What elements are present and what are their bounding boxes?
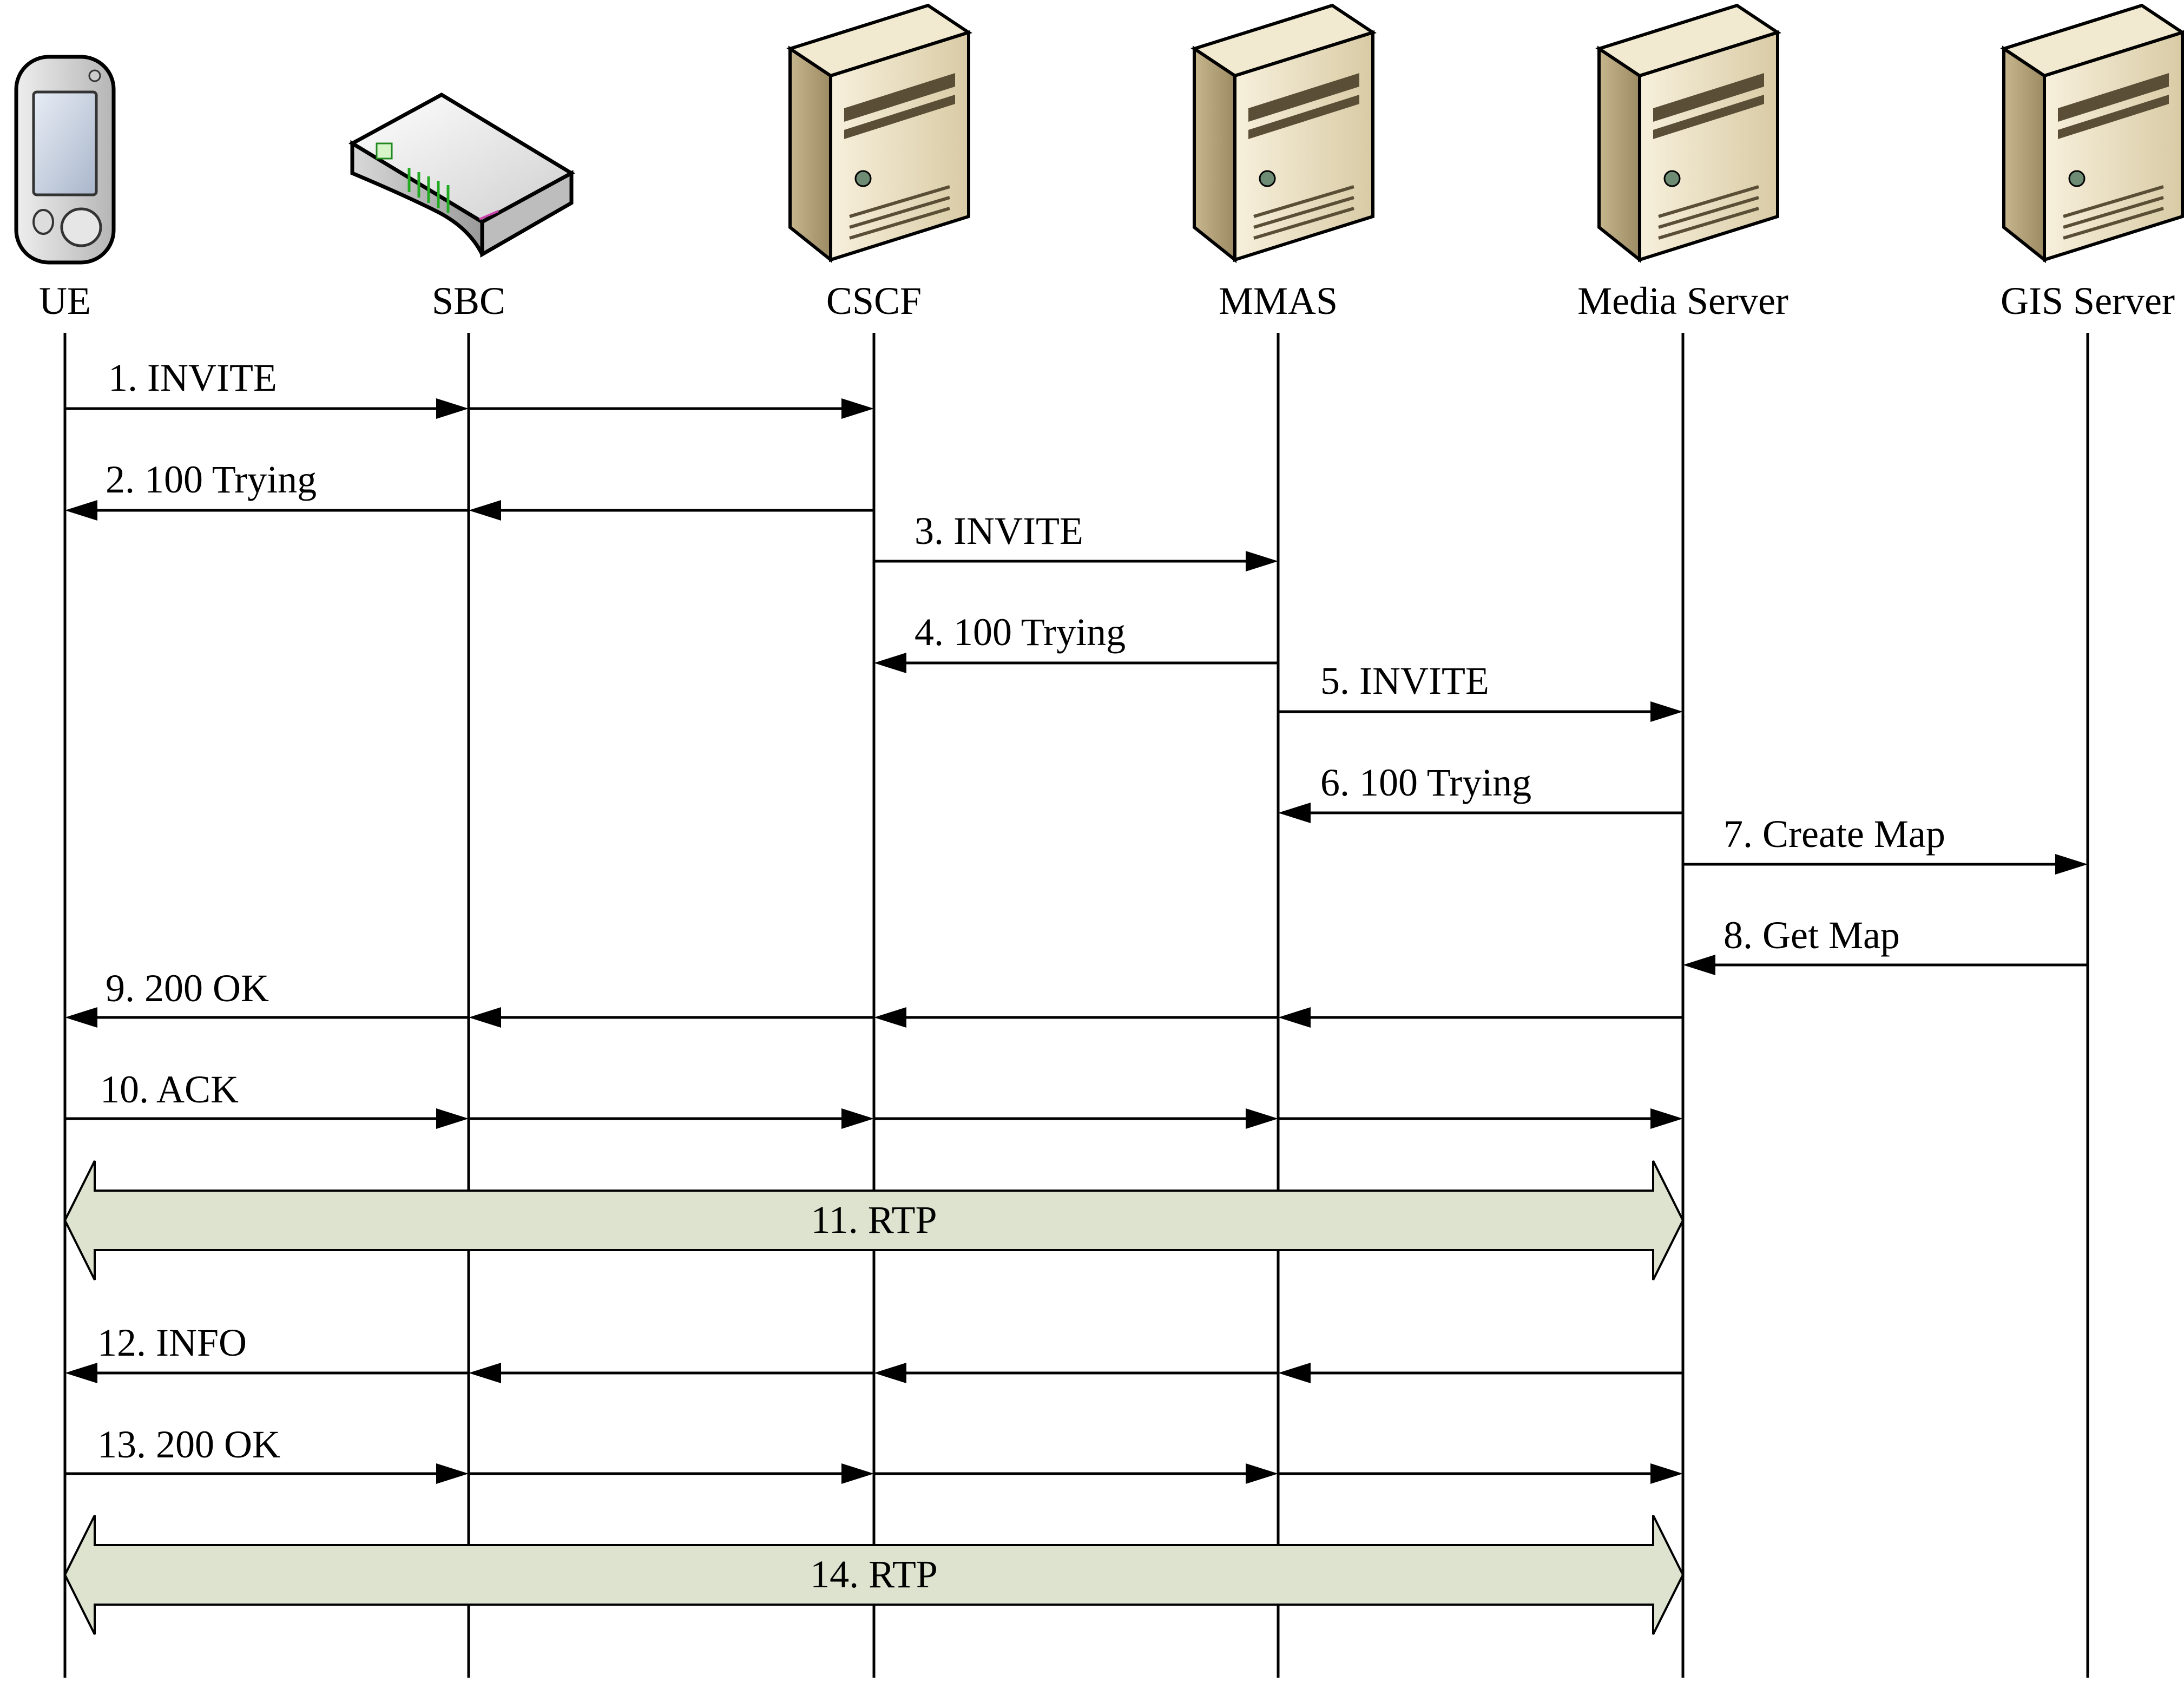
server-tower-icon [1194,5,1373,260]
arrowhead [469,1363,501,1383]
arrowhead [436,1463,469,1484]
arrowhead [1650,1463,1683,1484]
rtp-stream-14 [63,1515,1685,1635]
participant-label-ue: UE [39,279,91,323]
arrowhead [65,500,97,521]
arrowhead [1246,1463,1278,1484]
rtp-stream-11 [63,1160,1685,1280]
participant-label-cscf: CSCF [826,279,922,323]
arrowhead [841,1463,874,1484]
arrowhead [436,1108,469,1129]
message-label-13: 13. 200 OK [97,1423,280,1466]
message-label-5: 5. INVITE [1320,659,1489,702]
lifelines [63,333,2089,1678]
participant-label-mmas: MMAS [1219,279,1338,323]
message-label-14: 14. RTP [810,1553,938,1596]
mobile-phone-icon [14,55,116,265]
arrowhead [469,1007,501,1028]
router-device-icon [348,92,576,258]
arrowhead [436,398,469,419]
message-label-7: 7. Create Map [1723,812,1945,856]
arrowhead [65,1363,97,1383]
message-label-1: 1. INVITE [108,356,277,399]
server-tower-icon [1599,5,1778,260]
arrowhead [2055,854,2088,875]
arrowhead [1246,551,1278,571]
message-label-10: 10. ACK [100,1068,239,1111]
message-label-3: 3. INVITE [915,509,1083,553]
arrowhead [1650,701,1683,722]
message-label-8: 8. Get Map [1723,914,1900,957]
arrowhead [65,1007,97,1028]
arrowhead [469,500,501,521]
arrowhead [874,653,906,673]
message-label-2: 2. 100 Trying [106,458,317,501]
arrowhead [1278,803,1311,823]
server-tower-icon [790,5,969,260]
message-label-12: 12. INFO [97,1321,247,1364]
message-label-6: 6. 100 Trying [1320,761,1531,804]
arrowhead [1683,955,1715,975]
message-label-11: 11. RTP [811,1198,937,1241]
arrowhead [1650,1108,1683,1129]
arrowhead [1278,1007,1311,1028]
arrowhead [874,1363,906,1383]
arrowhead [841,398,874,419]
messages: 1. INVITE 2. 100 Trying 3. INVITE 4. 100… [65,356,2088,1484]
server-tower-icon [2004,5,2182,260]
arrowhead [841,1108,874,1129]
participant-label-gis-server: GIS Server [2001,279,2175,323]
arrowhead [1278,1363,1311,1383]
participant-labels: UE SBC CSCF MMAS Media Server GIS Server [39,279,2175,323]
message-label-9: 9. 200 OK [106,967,269,1010]
participant-icons [14,5,2182,265]
message-label-4: 4. 100 Trying [915,610,1126,654]
participant-label-sbc: SBC [432,279,505,323]
arrowhead [874,1007,906,1028]
arrowhead [1246,1108,1278,1129]
rtp-streams: 11. RTP 14. RTP [63,1160,1685,1635]
participant-label-media-server: Media Server [1577,279,1788,323]
